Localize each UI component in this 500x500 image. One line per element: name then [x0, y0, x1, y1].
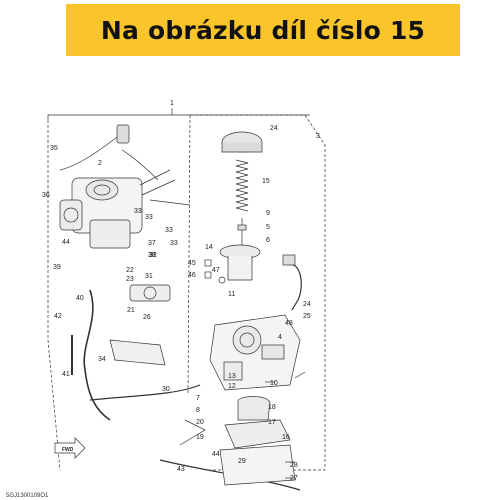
part-label-5: 5 — [266, 224, 270, 231]
part-label-2: 2 — [98, 160, 102, 167]
part-label-36: 36 — [42, 192, 50, 199]
part-label-1: 1 — [170, 100, 174, 107]
part-label-32: 32 — [149, 252, 157, 259]
part-label-14: 14 — [205, 244, 213, 251]
part-label-39: 39 — [53, 264, 61, 271]
drain-hose — [83, 289, 111, 421]
part-label-35: 35 — [50, 145, 58, 152]
part-label-43: 43 — [177, 466, 185, 473]
part-label-48: 48 — [285, 320, 293, 327]
spring-15 — [235, 159, 249, 212]
part-label-41: 41 — [62, 371, 70, 378]
part-label-38: 38 — [148, 252, 156, 259]
part-label-34: 34 — [98, 356, 106, 363]
part-label-25: 25 — [303, 313, 311, 320]
part-label-13: 13 — [228, 373, 236, 380]
part-label-46: 46 — [188, 272, 196, 279]
part-label-47: 47 — [212, 267, 220, 274]
part-label-8: 8 — [196, 407, 200, 414]
part-label-44: 44 — [62, 239, 70, 246]
part-label-4: 4 — [278, 334, 282, 341]
part-labels: 1 2 3 4 5 6 7 8 9 10 11 12 13 14 15 16 1… — [6, 100, 320, 499]
part-label-33: 33 — [134, 208, 142, 215]
sub-assembly-frame — [47, 120, 61, 471]
part-label-3: 3 — [316, 133, 320, 140]
part-label-15: 15 — [262, 178, 270, 185]
assembly-bracket-line — [47, 114, 310, 120]
part-label-33d: 33 — [170, 240, 178, 247]
part-label-26: 26 — [143, 314, 151, 321]
part-label-28: 28 — [290, 462, 298, 469]
part-label-27: 27 — [290, 475, 298, 482]
part-label-23: 23 — [126, 276, 134, 283]
part-label-29: 29 — [238, 458, 246, 465]
part-label-10: 10 — [270, 380, 278, 387]
diagram-reference-code: 5GJ1300109O1 — [6, 493, 49, 499]
part-label-21: 21 — [127, 307, 135, 314]
part-label-40: 40 — [76, 295, 84, 302]
part-label-37: 37 — [148, 240, 156, 247]
part-label-42: 42 — [54, 313, 62, 320]
front-arrow-label: FWD — [62, 447, 74, 453]
part-label-11: 11 — [228, 291, 235, 298]
right-carburetor-body — [209, 314, 301, 391]
caption-text: Na obrázku díl číslo 15 — [100, 15, 426, 45]
part-label-24: 24 — [270, 125, 278, 132]
part-label-9: 9 — [266, 210, 270, 217]
part-label-16: 16 — [282, 434, 290, 441]
caption-banner: Na obrázku díl číslo 15 — [66, 4, 460, 56]
left-carburetor-body — [59, 169, 191, 249]
part-label-33c: 33 — [165, 227, 173, 234]
part-label-7: 7 — [196, 395, 200, 402]
carburetor-exploded-diagram: 1 2 3 4 5 6 7 8 9 10 11 12 13 14 15 16 1… — [6, 100, 326, 499]
part-label-44b: 44 — [212, 451, 220, 458]
part-label-24b: 24 — [303, 301, 311, 308]
front-direction-arrow — [54, 437, 86, 459]
float-bowl — [219, 419, 296, 486]
right-carburetor-top — [221, 131, 263, 153]
part-label-6: 6 — [266, 237, 270, 244]
part-label-19: 19 — [196, 434, 204, 441]
part-label-17: 17 — [268, 419, 276, 426]
part-label-45: 45 — [188, 260, 196, 267]
part-label-12: 12 — [228, 383, 236, 390]
part-label-31: 31 — [145, 273, 153, 280]
part-label-20: 20 — [196, 419, 204, 426]
part-label-33b: 33 — [145, 214, 153, 221]
part-label-18: 18 — [268, 404, 276, 411]
part-label-30: 30 — [162, 386, 170, 393]
part-label-22: 22 — [126, 267, 134, 274]
